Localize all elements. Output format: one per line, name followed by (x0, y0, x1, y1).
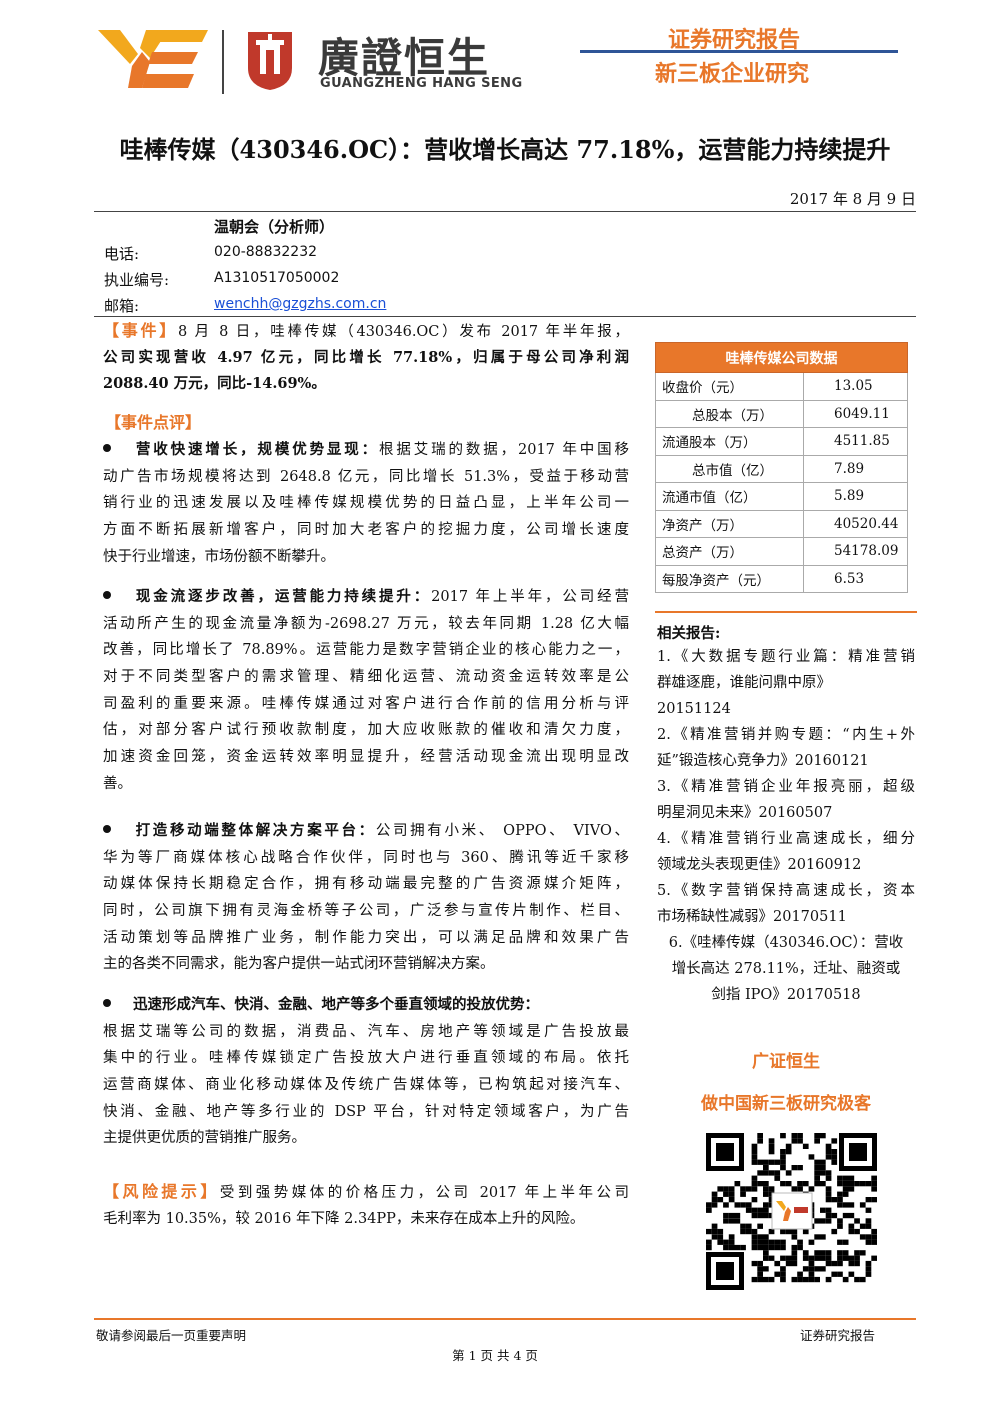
rule-top (94, 211, 916, 212)
header-divider (580, 50, 898, 53)
license-label: 执业编号: (104, 271, 170, 289)
point-1: 营收快速增长，规模优势显现：根据艾瑞的数据，2017 年中国移 动广告市场规模将… (103, 441, 629, 565)
company-data-label: 收盘价（元） (655, 372, 804, 401)
related-report-item[interactable]: 6.《哇棒传媒（430346.OC）：营收 增长高达 278.11%，迁址、融资… (668, 935, 904, 1003)
report-title: 哇棒传媒（430346.OC）：营收增长高达 77.18%，运营能力持续提升 (119, 135, 891, 164)
footer-report-type: 证券研究报告 (800, 1328, 876, 1343)
company-data-value: 13.05 (803, 372, 908, 401)
company-data-label: 总股本（万） (655, 399, 804, 428)
page-number: 第 1 页 共 4 页 (452, 1348, 538, 1363)
related-report-item[interactable]: 2.《精准营销并购专题：“内生+外 延”锻造核心竞争力》20160121 (657, 727, 915, 769)
company-data-label: 总资产（万） (655, 537, 804, 566)
company-data-value: 54178.09 (803, 537, 908, 566)
related-report-item[interactable]: 4.《精准营销行业高速成长，细分 领域龙头表现更佳》20160912 (657, 831, 915, 873)
company-data-row: 总股本（万）6049.11 (655, 399, 908, 428)
company-data-row: 总市值（亿）7.89 (655, 454, 908, 483)
qr-center-logo-icon (771, 1192, 813, 1230)
company-data-row: 净资产（万）40520.44 (655, 509, 908, 538)
company-data-value: 6049.11 (803, 399, 908, 428)
report-type-label: 证券研究报告 (668, 28, 801, 53)
bullet-icon (103, 591, 111, 599)
sidebar-divider (655, 611, 917, 613)
company-data-row: 流通市值（亿）5.89 (655, 482, 908, 511)
email-label: 邮箱: (104, 297, 140, 315)
brand-name-en: GUANGZHENG HANG SENG (320, 76, 523, 91)
logo-divider (222, 30, 224, 94)
report-date: 2017 年 8 月 9 日 (789, 190, 916, 208)
analyst-name: 温朝会（分析师） (214, 218, 335, 236)
company-data-value: 40520.44 (803, 509, 908, 538)
qr-finder-icon (706, 1133, 877, 1290)
event-tag: 【事件】 (103, 321, 178, 340)
related-report-item[interactable]: 3.《精准营销企业年报亮丽，超级 明星洞见未来》20160507 (657, 779, 915, 821)
company-data-label: 净资产（万） (655, 509, 804, 538)
company-data-label: 流通市值（亿） (655, 482, 804, 511)
company-data-label: 总市值（亿） (655, 454, 804, 483)
seal-logo-icon (248, 32, 292, 90)
bullet-icon (103, 999, 111, 1007)
report-category-label: 新三板企业研究 (655, 62, 810, 87)
brand-name-cn: 廣證恒生 (318, 34, 490, 82)
point-2: 现金流逐步改善，运营能力持续提升：2017 年上半年，公司经营 活动所产生的现金… (103, 588, 629, 792)
bullet-icon (103, 825, 111, 833)
company-data-row: 总资产（万）54178.09 (655, 537, 908, 566)
company-data-label: 流通股本（万） (655, 427, 804, 456)
company-data-row: 收盘价（元）13.05 (655, 372, 908, 401)
related-report-item[interactable]: 5.《数字营销保持高速成长，资本 市场稀缺性减弱》20170511 (657, 883, 915, 925)
risk-paragraph: 【风险提示】受到强势媒体的价格压力，公司 2017 年上半年公司 毛利率为 10… (103, 1182, 629, 1227)
company-data-value: 5.89 (803, 482, 908, 511)
slogan-tagline: 做中国新三板研究极客 (701, 1094, 871, 1114)
event-paragraph: 【事件】8 月 8 日，哇棒传媒（430346.OC）发布 2017 年半年报，… (103, 321, 629, 393)
company-data-value: 6.53 (803, 564, 908, 593)
company-data-value: 7.89 (803, 454, 908, 483)
phone-value: 020-88832232 (214, 244, 318, 260)
point-3: 打造移动端整体解决方案平台：公司拥有小米、 OPPO、 VIVO、 华为等厂商媒… (103, 822, 629, 973)
rule-mid (94, 316, 916, 317)
ye-logo-icon (98, 30, 208, 88)
footer-disclaimer: 敬请参阅最后一页重要声明 (96, 1328, 247, 1343)
company-data-title: 哇棒传媒公司数据 (655, 342, 908, 373)
company-data-label: 每股净资产（元） (655, 564, 804, 593)
related-reports-title: 相关报告: (657, 625, 721, 642)
risk-tag: 【风险提示】 (103, 1182, 220, 1201)
license-value: A1310517050002 (214, 270, 340, 286)
email-link[interactable]: wenchh@gzgzhs.com.cn (214, 296, 387, 312)
comment-tag: 【事件点评】 (105, 413, 202, 432)
slogan-brand: 广证恒生 (752, 1052, 820, 1072)
point-4: 迅速形成汽车、快消、金融、地产等多个垂直领域的投放优势： 根据艾瑞等公司的数据，… (103, 996, 629, 1147)
footer-divider (94, 1318, 916, 1320)
bullet-icon (103, 444, 111, 452)
company-data-row: 流通股本（万）4511.85 (655, 427, 908, 456)
related-report-item[interactable]: 1.《大数据专题行业篇：精准营销 群雄逐鹿，谁能问鼎中原》 20151124 (657, 649, 915, 717)
company-data-value: 4511.85 (803, 427, 908, 456)
phone-label: 电话: (104, 245, 140, 263)
company-data-row: 每股净资产（元）6.53 (655, 564, 908, 593)
qr-code-icon[interactable] (706, 1133, 877, 1290)
